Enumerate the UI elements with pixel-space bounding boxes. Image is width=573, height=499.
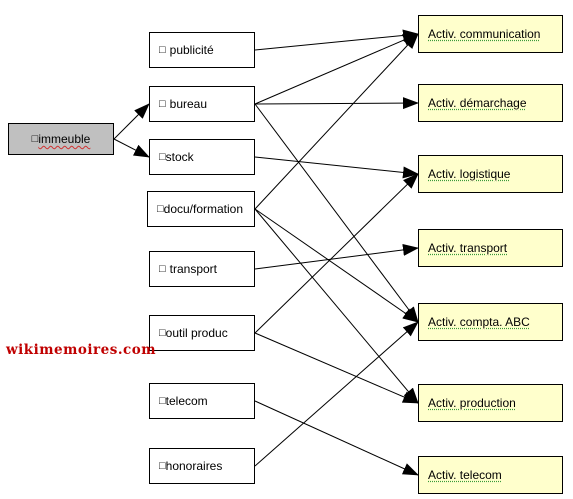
box-glyph-icon: □	[159, 151, 166, 163]
activity-label: Activ. telecom	[428, 468, 502, 482]
activity-production[interactable]: Activ. production	[418, 384, 563, 422]
node-transport[interactable]: □ transport	[149, 251, 255, 287]
node-publicite[interactable]: □ publicité	[149, 32, 255, 68]
node-docu-formation[interactable]: □ docu/formation	[147, 191, 255, 227]
node-label: publicité	[169, 43, 214, 57]
activity-label: Activ. démarchage	[428, 96, 527, 110]
box-glyph-icon: □	[159, 460, 166, 472]
edge-docu-to-production	[254, 208, 419, 404]
edge-docu-to-compta	[254, 208, 419, 323]
node-label: outil produc	[165, 326, 228, 340]
node-label: telecom	[165, 394, 208, 408]
box-glyph-icon: □	[159, 395, 166, 407]
edge-publicite-to-communication	[254, 29, 419, 51]
activity-communication[interactable]: Activ. communication	[418, 15, 563, 53]
node-label: stock	[165, 150, 194, 164]
edge-telecom-to-telecom_act	[254, 400, 419, 476]
edge-transport-to-transport_act	[254, 243, 419, 270]
edge-bureau-to-demarchage	[254, 97, 419, 110]
box-glyph-icon: □	[31, 133, 39, 145]
box-glyph-icon: □	[159, 327, 166, 339]
node-label: bureau	[169, 97, 208, 111]
node-label: immeuble	[38, 132, 91, 146]
edge-honoraires-to-compta	[254, 321, 419, 467]
node-honoraires[interactable]: □ honoraires	[149, 448, 255, 484]
edge-outil-to-logistique	[254, 173, 419, 334]
box-glyph-icon: □	[159, 263, 166, 275]
node-stock[interactable]: □ stock	[149, 139, 255, 175]
node-immeuble[interactable]: □ immeuble	[8, 123, 114, 155]
activity-compta-abc[interactable]: Activ. compta. ABC	[418, 303, 563, 341]
edge-bureau-to-compta	[254, 103, 419, 323]
box-glyph-icon: □	[159, 44, 166, 56]
node-label: transport	[169, 262, 218, 276]
edge-stock-to-logistique	[254, 156, 419, 179]
node-label: honoraires	[165, 459, 223, 473]
node-bureau[interactable]: □ bureau	[149, 86, 255, 122]
activity-label: Activ. transport	[428, 241, 508, 255]
activity-label: Activ. logistique	[428, 167, 511, 181]
watermark-text: wikimemoires.com	[6, 342, 157, 358]
node-outil-produc[interactable]: □ outil produc	[149, 315, 255, 351]
activity-label: Activ. compta. ABC	[428, 315, 530, 329]
edge-bureau-to-communication	[254, 33, 419, 105]
activity-transport[interactable]: Activ. transport	[418, 229, 563, 267]
edge-immeuble-to-stock	[113, 138, 150, 158]
box-glyph-icon: □	[159, 98, 166, 110]
edge-immeuble-to-bureau	[113, 103, 150, 140]
edge-docu-to-communication	[254, 33, 419, 210]
node-telecom[interactable]: □ telecom	[149, 383, 255, 419]
node-label: docu/formation	[163, 202, 244, 216]
edge-outil-to-production	[254, 332, 419, 404]
activity-telecom[interactable]: Activ. telecom	[418, 456, 563, 494]
activity-logistique[interactable]: Activ. logistique	[418, 155, 563, 193]
activity-label: Activ. communication	[428, 27, 541, 41]
activity-label: Activ. production	[428, 396, 516, 410]
box-glyph-icon: □	[157, 203, 164, 215]
activity-demarchage[interactable]: Activ. démarchage	[418, 84, 563, 122]
